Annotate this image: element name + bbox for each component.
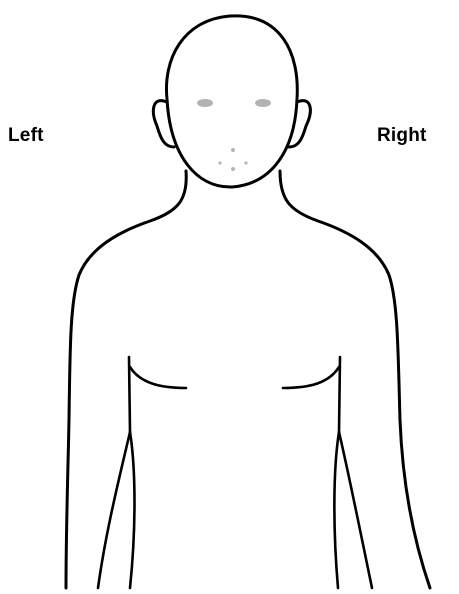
right-inner-torso-line [334,432,339,588]
right-chest-line [283,367,339,388]
left-chest-line [130,367,186,388]
left-inner-arm-line [98,432,130,588]
left-inner-torso-line [130,432,135,588]
nose-mark [231,148,235,152]
mouth-mark-left [218,161,221,164]
left-neck-shoulder-arm-outline [66,171,186,588]
head [153,16,310,187]
right-inner-arm-line [339,432,372,588]
head-outline [166,16,297,187]
mouth-mark-center [231,167,235,171]
right-eye-mark [255,99,271,107]
mouth-mark-right [244,161,247,164]
left-eye-mark [197,99,213,107]
right-ear [289,101,310,147]
right-neck-shoulder-arm-outline [280,171,430,588]
